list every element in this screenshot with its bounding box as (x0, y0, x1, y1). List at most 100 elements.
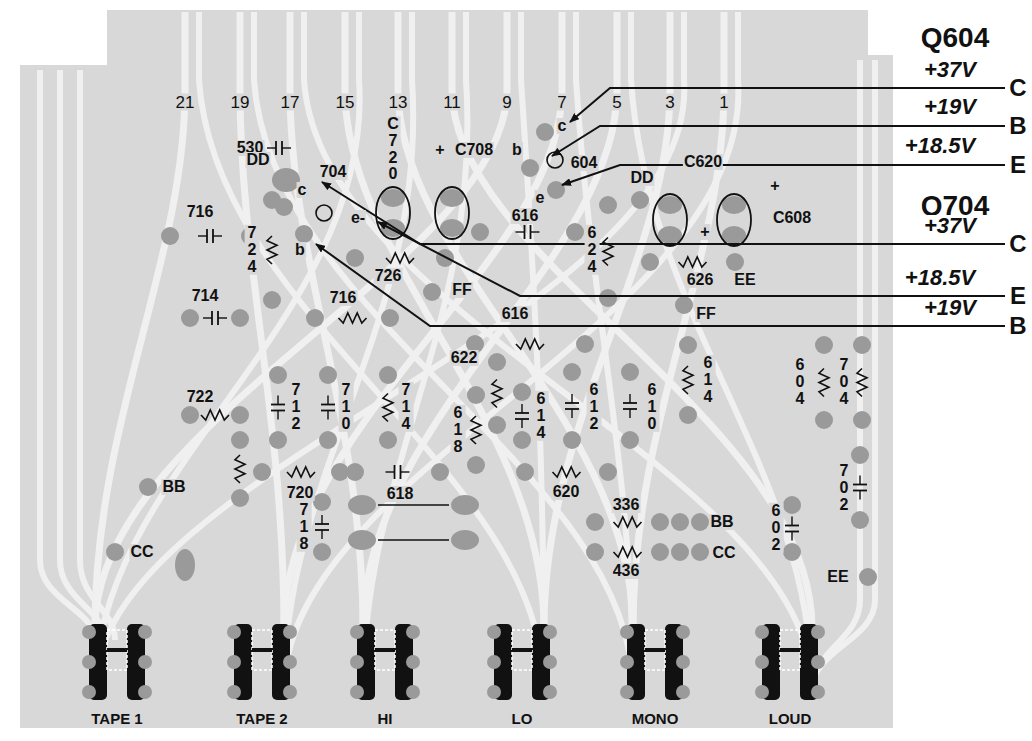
capacitor-lead (629, 394, 630, 403)
callout-number: 616 (501, 306, 530, 322)
solder-pad (586, 513, 604, 531)
capacitor-lead (321, 515, 322, 524)
resistor-symbol (679, 257, 707, 267)
capacitor-lead (571, 409, 572, 418)
callout-number: 714 (191, 288, 220, 304)
callout-number: 704 (837, 357, 852, 407)
solder-pad (82, 625, 96, 639)
edge-pin-number: 19 (230, 94, 251, 111)
solder-pad (783, 496, 801, 514)
switch-name: LOUD (768, 711, 813, 726)
solder-pad (783, 543, 801, 561)
leader-line (322, 182, 1005, 244)
solder-pad (227, 625, 241, 639)
solder-pad (138, 625, 152, 639)
voltage-value: +18.5V (904, 267, 976, 289)
capacitor-lead (277, 396, 278, 405)
board-outline (20, 10, 893, 728)
callout-number: 620 (552, 484, 581, 500)
solder-pad (566, 223, 584, 241)
electrolytic-capacitor-outline (653, 194, 687, 246)
solder-pad (348, 530, 376, 550)
solder-pad (851, 446, 869, 464)
solder-pad (161, 227, 179, 245)
voltage-value: +18.5V (904, 135, 976, 157)
capacitor-lead (203, 317, 212, 318)
solder-pad (576, 335, 594, 353)
solder-pad (755, 655, 769, 669)
resistor-symbol (553, 467, 581, 477)
callout-number: CC (711, 545, 736, 561)
switch-link (512, 648, 532, 652)
callout-number: e- (350, 210, 366, 226)
solder-pad (488, 416, 506, 434)
callout-number: C608 (772, 210, 812, 226)
callout-number: 712 (289, 382, 304, 432)
callout-number: c (557, 118, 568, 134)
leader-line (316, 244, 1005, 326)
solder-pad (516, 463, 534, 481)
capacitor-lead (859, 491, 860, 500)
switch-link (375, 648, 395, 652)
solder-pad (440, 219, 464, 237)
transistor-name: Q604 (920, 24, 991, 52)
resistor-symbol (471, 416, 481, 444)
copper-trace (95, 12, 684, 690)
copper-trace (631, 12, 812, 690)
solder-pad (631, 191, 649, 209)
solder-pad (811, 625, 825, 639)
callout-number: 604 (570, 155, 599, 171)
edge-pin-number: 1 (718, 94, 729, 111)
callout-number: 716 (186, 204, 215, 220)
callout-number: EE (733, 272, 756, 288)
copper-trace (812, 60, 875, 690)
solder-pad (381, 189, 405, 207)
edge-pin-number: 3 (664, 94, 675, 111)
callout-number: + (699, 224, 710, 240)
callout-number: c (297, 182, 308, 198)
solder-pad (755, 685, 769, 699)
callout-number: 622 (450, 350, 479, 366)
edge-pin-number: 5 (611, 94, 622, 111)
capacitor-lead (327, 411, 328, 420)
capacitor-lead (521, 419, 522, 428)
solder-pad (671, 513, 689, 531)
solder-pad (431, 463, 449, 481)
solder-pad (620, 655, 634, 669)
voltage-value: +19V (923, 297, 977, 319)
capacitor-lead (401, 471, 410, 472)
solder-pad (676, 655, 690, 669)
callout-number: 714 (399, 382, 414, 432)
solder-pad (253, 463, 271, 481)
leader-line (552, 126, 1005, 156)
solder-pad (691, 513, 709, 531)
callout-number: 618 (386, 486, 415, 502)
capacitor-lead (791, 517, 792, 526)
callout-number: 612 (587, 382, 602, 432)
capacitor-lead (282, 147, 291, 148)
electrolytic-capacitor-outline (435, 187, 469, 239)
callout-number: 436 (612, 563, 641, 579)
capacitor-lead (321, 530, 322, 539)
callout-number: 726 (374, 268, 403, 284)
voltage-value: +37V (923, 215, 977, 237)
solder-pad (691, 543, 709, 561)
solder-pad (658, 196, 682, 214)
solder-pad (513, 431, 531, 449)
transistor-symbol (316, 205, 332, 221)
solder-pad (263, 191, 281, 209)
electrolytic-capacitor-outline (717, 194, 751, 246)
callout-number: C720 (386, 116, 401, 183)
solder-pad (346, 249, 364, 267)
callout-number: b (511, 142, 523, 158)
callout-number: 626 (686, 272, 715, 288)
solder-pad (620, 625, 634, 639)
copper-trace (812, 60, 860, 690)
solder-pad (815, 411, 833, 429)
copper-trace (40, 70, 95, 640)
resistor-symbol (235, 455, 245, 483)
solder-pad (621, 363, 639, 381)
solder-pad (726, 253, 744, 271)
solder-pad (641, 253, 659, 271)
